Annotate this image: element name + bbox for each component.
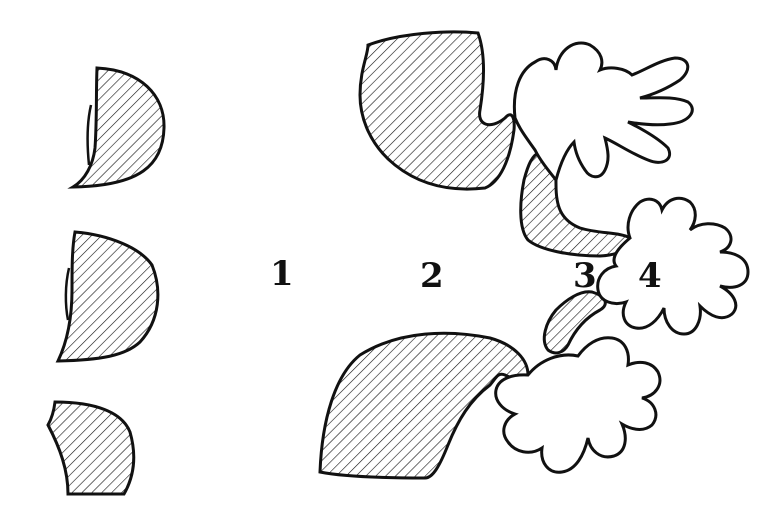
figure-2-lower-lobe — [318, 331, 530, 480]
figure-1-scallop-bottom — [46, 400, 136, 496]
figure-2-upper-lobe — [358, 30, 516, 191]
figure-3-upper-hook — [519, 150, 632, 258]
figure-4-lower-leaf — [494, 336, 662, 474]
figure-3-lower-hook — [542, 290, 607, 355]
figure-4-upper-leaf — [512, 41, 694, 184]
figure-number-4: 4 — [638, 256, 662, 296]
figure-number-2: 2 — [420, 256, 444, 296]
figure-1-scallop-top — [67, 66, 166, 189]
figure-4-middle-leaf — [596, 196, 750, 336]
figure-1-scallop-middle — [55, 230, 160, 363]
figure-number-3: 3 — [573, 256, 597, 296]
figure-number-1: 1 — [270, 254, 294, 294]
